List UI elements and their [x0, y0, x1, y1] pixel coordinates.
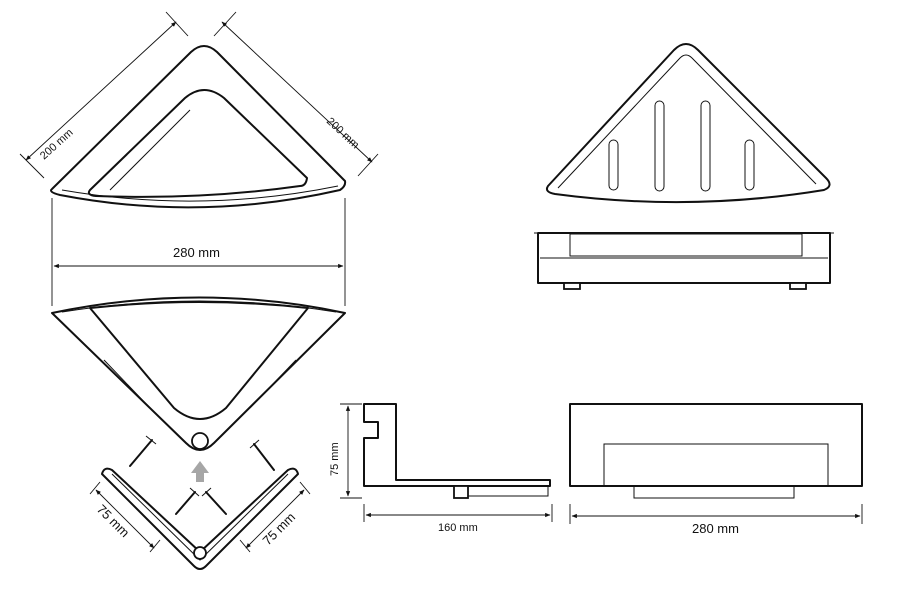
- drain-slot: [608, 139, 619, 191]
- drain-slot: [700, 100, 711, 192]
- dim-width-280-top: 280 mm: [51, 198, 346, 306]
- foot-icon: [789, 282, 807, 290]
- bracket-hole-icon: [193, 546, 207, 560]
- dim-side-height: 75 mm: [329, 403, 362, 499]
- screw-icon: [201, 487, 227, 515]
- top-perspective-shelf: [545, 43, 831, 204]
- side-foot-icon: [453, 485, 469, 499]
- dim-bracket-left: 75 mm: [89, 481, 161, 553]
- dim-label-top-right: 200 mm: [324, 115, 361, 151]
- bottom-view-corner-shelf: [51, 296, 346, 451]
- dim-top-right: 200 mm: [213, 11, 379, 177]
- screws: [129, 435, 275, 515]
- front-elevation-upper: [534, 232, 834, 290]
- up-arrow-icon: [191, 461, 209, 482]
- side-elevation: [363, 403, 551, 499]
- dim-top-left: 200 mm: [19, 11, 189, 179]
- dim-label-side-depth: 160 mm: [438, 522, 478, 534]
- drain-slot: [654, 100, 665, 192]
- screw-icon: [249, 439, 275, 471]
- screw-icon: [175, 487, 200, 515]
- dim-side-depth: 160 mm: [363, 504, 553, 534]
- corner-bracket: [101, 467, 299, 570]
- dim-front-width: 280 mm: [569, 504, 863, 536]
- dim-bracket-right: 75 mm: [239, 481, 311, 553]
- front-elevation-lower: [569, 403, 863, 499]
- dim-label-280-top: 280 mm: [173, 245, 220, 260]
- dim-label-front-width: 280 mm: [692, 521, 739, 536]
- top-view-corner-shelf: [50, 45, 347, 209]
- dim-label-side-height: 75 mm: [329, 442, 341, 476]
- drain-slot: [744, 139, 755, 191]
- mount-hole-icon: [191, 432, 209, 450]
- screw-icon: [129, 435, 157, 467]
- foot-icon: [563, 282, 581, 290]
